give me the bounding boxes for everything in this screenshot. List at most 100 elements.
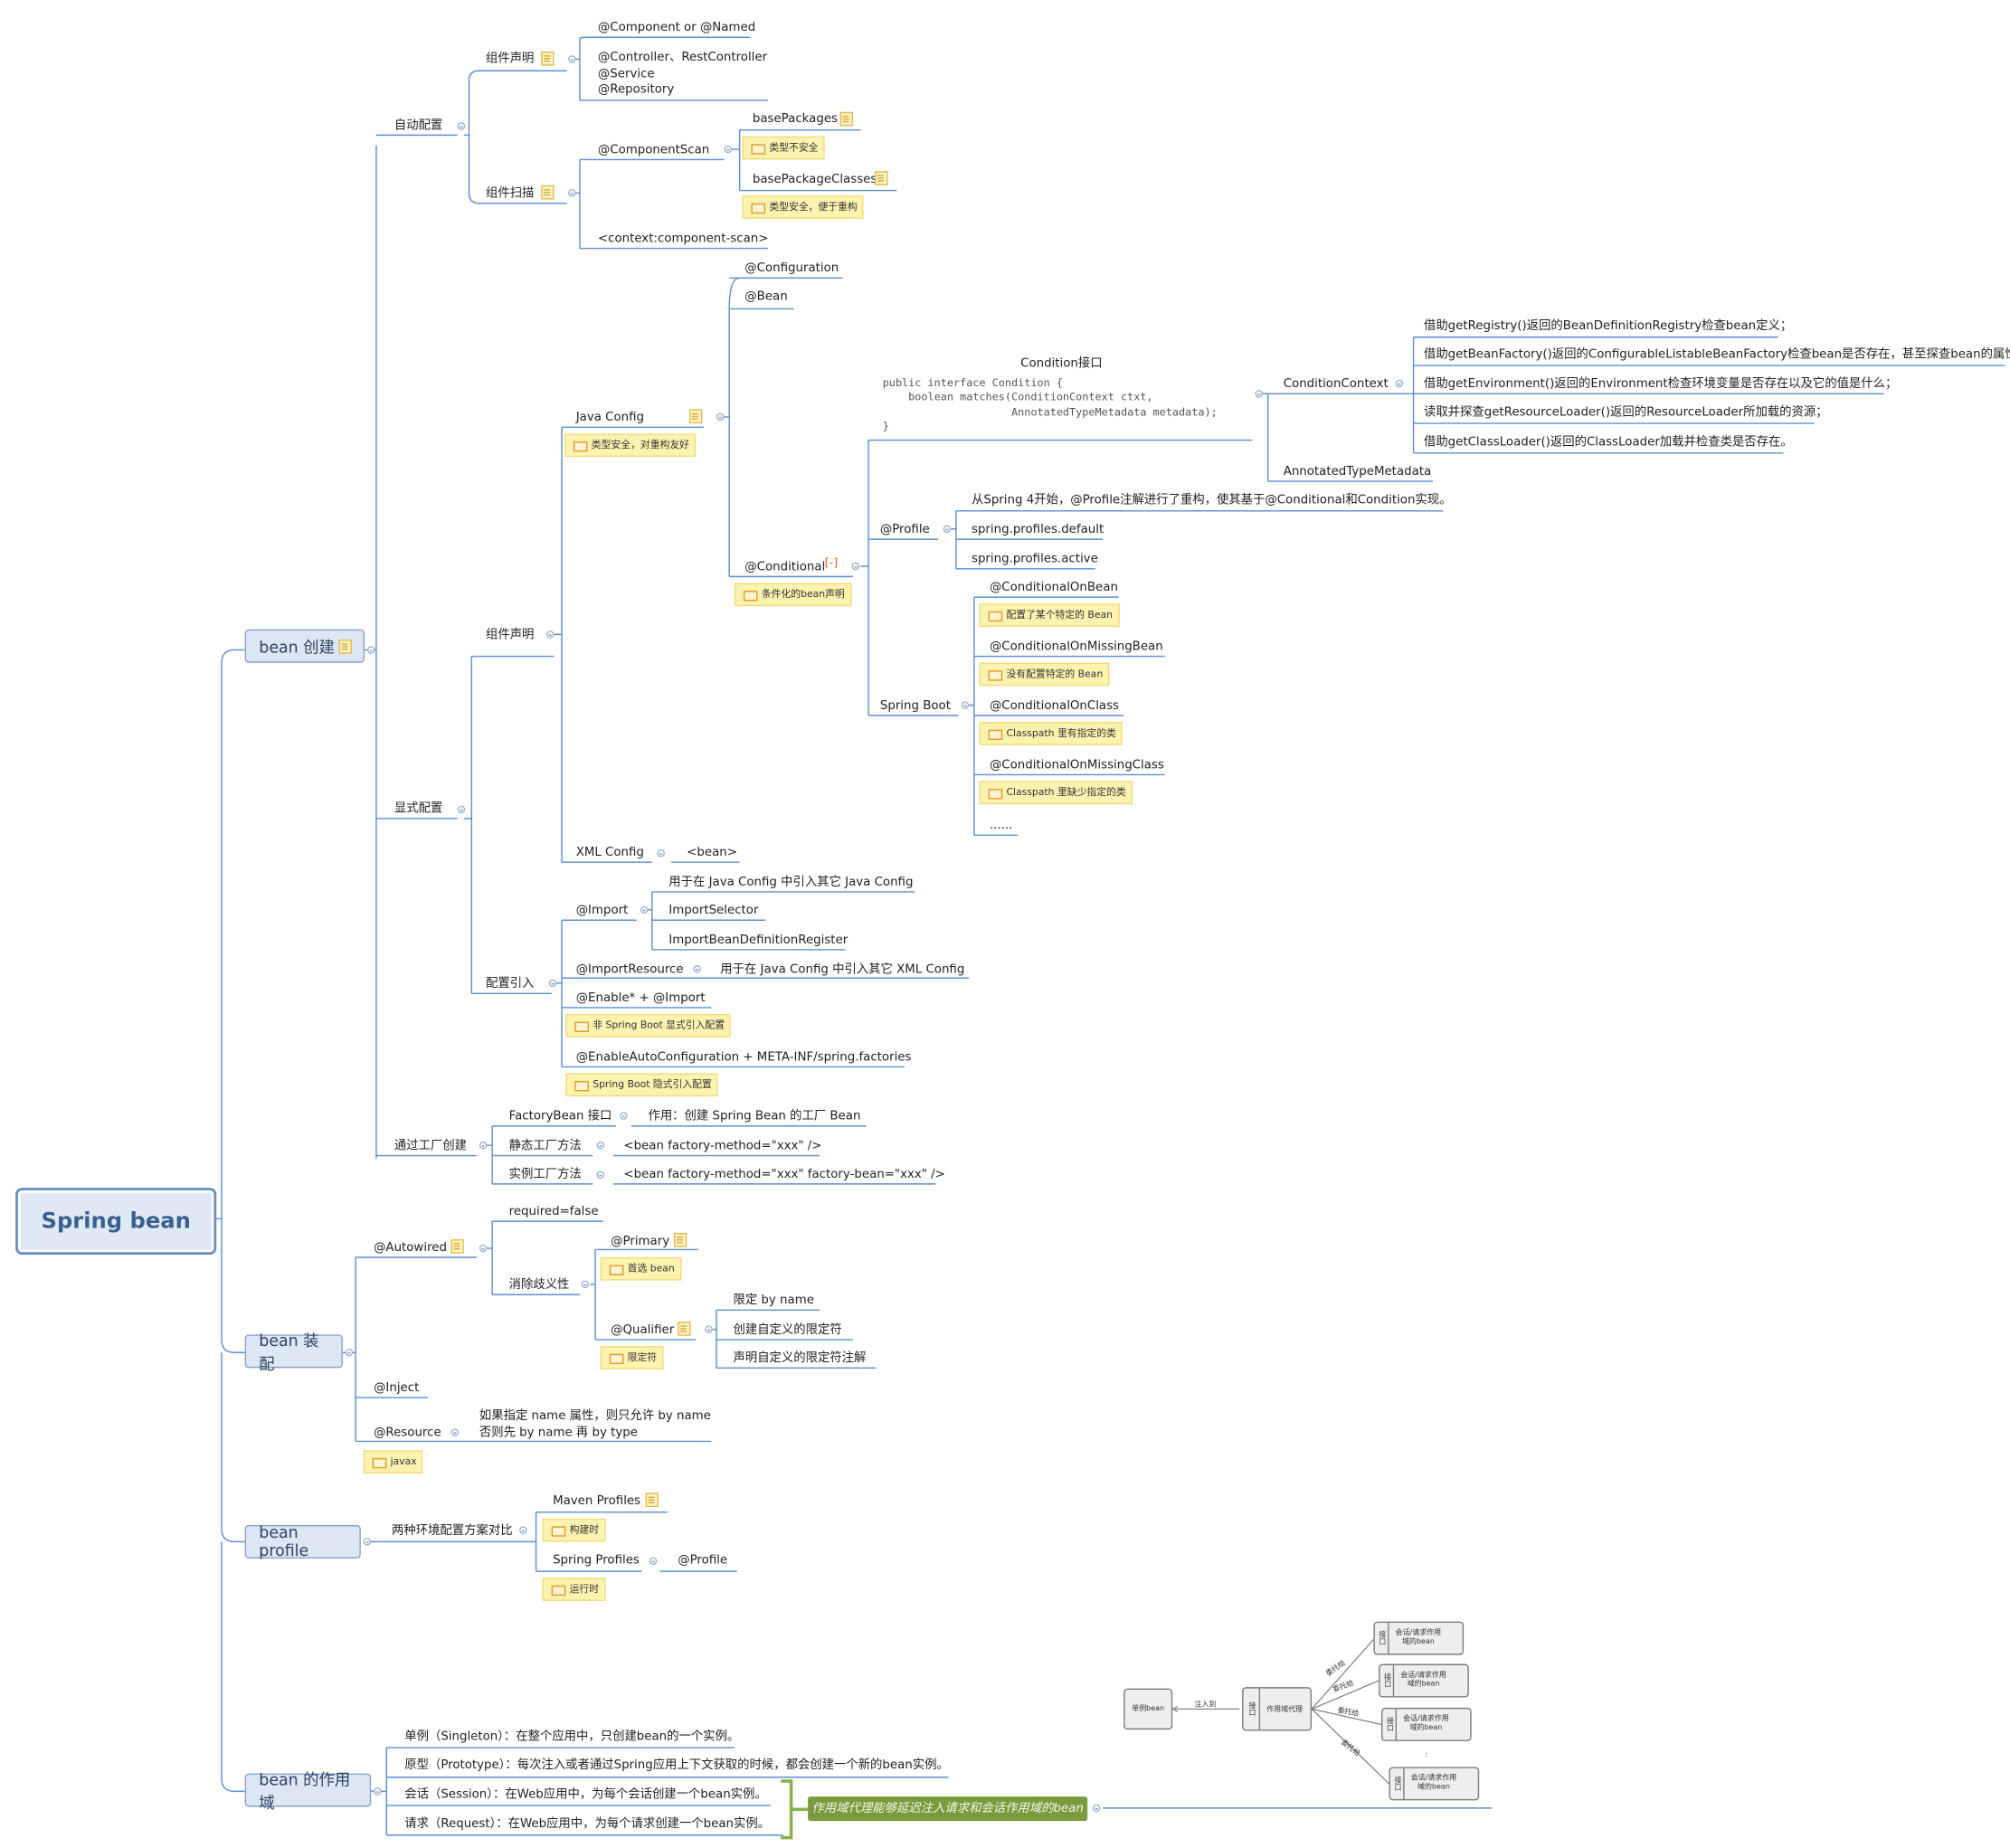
topic-conditioncontext[interactable]: ConditionContext: [1283, 376, 1389, 392]
sb-condition[interactable]: @ConditionalOnMissingBean: [989, 640, 1163, 654]
collapse-toggle[interactable]: [457, 122, 466, 130]
import-item[interactable]: ImportSelector: [668, 903, 759, 918]
profile-item[interactable]: spring.profiles.default: [971, 522, 1105, 537]
collapse-toggle[interactable]: [450, 1428, 460, 1436]
collapse-toggle[interactable]: [519, 1526, 527, 1534]
topic-disambiguation[interactable]: 消除歧义性: [508, 1277, 570, 1293]
topic-component-declare[interactable]: 组件声明: [485, 51, 535, 66]
topic-context-component-scan[interactable]: <context:component-scan>: [597, 232, 769, 246]
collapse-toggle[interactable]: [457, 805, 466, 814]
topic-primary[interactable]: @Primary: [611, 1234, 670, 1249]
collapse-toggle[interactable]: [657, 848, 665, 858]
cc-item[interactable]: 借助getEnvironment()返回的Environment检查环境变量是否…: [1423, 376, 1898, 392]
profile-item[interactable]: spring.profiles.active: [971, 552, 1098, 566]
topic-inject[interactable]: @Inject: [374, 1380, 420, 1396]
collapse-toggle[interactable]: [366, 646, 375, 654]
factory-item-label[interactable]: 实例工厂方法: [508, 1167, 582, 1182]
topic-qualifier[interactable]: @Qualifier: [611, 1322, 675, 1338]
topic-spring-profiles[interactable]: Spring Profiles: [553, 1553, 640, 1568]
topic-required-false[interactable]: required=false: [508, 1204, 599, 1219]
collapse-toggle[interactable]: [1092, 1804, 1101, 1813]
collapse-toggle[interactable]: [581, 1280, 589, 1289]
scope-item[interactable]: 原型（Prototype）：每次注入或者通过Spring应用上下文获取的时候，都…: [404, 1758, 949, 1773]
topic-basepackageclasses[interactable]: basePackageClasses: [752, 172, 877, 187]
topic-annotatedtypemetadata[interactable]: AnnotatedTypeMetadata: [1283, 464, 1432, 479]
topic-profile-compare[interactable]: 两种环境配置方案对比: [392, 1523, 513, 1539]
topic-import[interactable]: @Import: [575, 903, 629, 918]
topic-condition-interface-title[interactable]: Condition接口: [1020, 356, 1103, 371]
sb-condition[interactable]: @ConditionalOnMissingClass: [989, 757, 1164, 772]
topic-importresource[interactable]: @ImportResource: [575, 962, 684, 977]
topic-xml-bean[interactable]: <bean>: [687, 845, 737, 860]
cc-item[interactable]: 读取并探查getResourceLoader()返回的ResourceLoade…: [1423, 405, 1828, 420]
import-item[interactable]: ImportBeanDefinitionRegister: [668, 933, 849, 948]
topic-explicit-config[interactable]: 显式配置: [393, 801, 443, 816]
topic-spring-boot[interactable]: Spring Boot: [879, 698, 951, 714]
topic-conditional[interactable]: @Conditional: [744, 559, 826, 574]
topic-profile[interactable]: @Profile: [879, 522, 930, 537]
collapse-toggle[interactable]: [1395, 379, 1404, 388]
topic-xml-config[interactable]: XML Config: [575, 845, 644, 860]
topic-basepackages[interactable]: basePackages: [752, 111, 838, 127]
topic-bean-annotation[interactable]: @Bean: [744, 289, 788, 304]
collapse-toggle[interactable]: [548, 979, 557, 988]
branch-bean-wiring[interactable]: bean 装配: [244, 1332, 343, 1373]
topic-resource[interactable]: @Resource: [374, 1426, 441, 1441]
collapse-toggle[interactable]: [961, 701, 970, 709]
scope-summary[interactable]: 作用域代理能够延迟注入请求和会话作用域的bean: [808, 1796, 1088, 1822]
collapse-toggle[interactable]: [649, 1557, 658, 1566]
collapse-toggle[interactable]: [620, 1112, 628, 1120]
collapse-toggle[interactable]: [568, 55, 576, 63]
factory-item-value[interactable]: 作用：创建 Spring Bean 的工厂 Bean: [648, 1109, 861, 1124]
topic-componentscan-annotation[interactable]: @ComponentScan: [597, 142, 710, 157]
branch-bean-scope[interactable]: bean 的作用域: [244, 1771, 372, 1812]
cc-item[interactable]: 借助getClassLoader()返回的ClassLoader加载并检查类是否…: [1423, 434, 1793, 450]
scope-item[interactable]: 单例（Singleton）：在整个应用中，只创建bean的一个实例。: [404, 1730, 740, 1744]
collapse-toggle[interactable]: [545, 630, 555, 639]
qualifier-item[interactable]: 声明自定义的限定符注解: [733, 1350, 867, 1366]
collapse-toggle[interactable]: [693, 965, 701, 973]
factory-item-label[interactable]: FactoryBean 接口: [508, 1109, 612, 1124]
collapse-toggle[interactable]: [596, 1170, 605, 1180]
topic-configuration[interactable]: @Configuration: [744, 261, 839, 276]
root-topic[interactable]: Spring bean: [15, 1188, 217, 1256]
resource-description[interactable]: 如果指定 name 属性，则只允许 by name 否则先 by name 再 …: [479, 1408, 711, 1440]
import-item[interactable]: 用于在 Java Config 中引入其它 Java Config: [668, 875, 914, 890]
topic-config-import[interactable]: 配置引入: [485, 976, 535, 991]
sb-ellipsis[interactable]: ......: [989, 818, 1013, 833]
sb-condition[interactable]: @ConditionalOnBean: [989, 580, 1118, 595]
topic-enableautoconfiguration[interactable]: @EnableAutoConfiguration + META-INF/spri…: [575, 1049, 912, 1065]
qualifier-item[interactable]: 创建自定义的限定符: [733, 1322, 842, 1338]
collapse-toggle[interactable]: [1255, 390, 1263, 398]
collapse-toggle[interactable]: [479, 1244, 488, 1253]
link-icon[interactable]: [-]: [824, 557, 839, 571]
branch-bean-profile[interactable]: bean profile: [244, 1523, 361, 1559]
collapse-toggle[interactable]: [596, 1141, 605, 1150]
collapse-toggle[interactable]: [374, 1787, 382, 1796]
topic-component-declare-explicit[interactable]: 组件声明: [485, 628, 535, 642]
collapse-toggle[interactable]: [479, 1141, 488, 1150]
importresource-item[interactable]: 用于在 Java Config 中引入其它 XML Config: [720, 962, 965, 977]
collapse-toggle[interactable]: [640, 905, 649, 915]
topic-component-scan[interactable]: 组件扫描: [485, 186, 535, 201]
factory-item-label[interactable]: 静态工厂方法: [508, 1139, 582, 1153]
collapse-toggle[interactable]: [363, 1538, 372, 1546]
topic-auto-config[interactable]: 自动配置: [393, 118, 443, 133]
scope-item[interactable]: 请求（Request）：在Web应用中，为每个请求创建一个bean实例。: [404, 1816, 771, 1832]
topic-stereotype-annotations[interactable]: @Controller、RestController @Service @Rep…: [597, 50, 768, 97]
collapse-toggle[interactable]: [716, 412, 725, 422]
sb-condition[interactable]: @ConditionalOnClass: [989, 698, 1120, 714]
qualifier-item[interactable]: 限定 by name: [733, 1293, 814, 1308]
collapse-toggle[interactable]: [568, 189, 576, 197]
cc-item[interactable]: 借助getBeanFactory()返回的ConfigurableListabl…: [1423, 347, 2010, 362]
topic-component-named[interactable]: @Component or @Named: [597, 20, 756, 35]
topic-java-config[interactable]: Java Config: [575, 410, 645, 425]
collapse-toggle[interactable]: [851, 562, 860, 571]
scope-item[interactable]: 会话（Session）：在Web应用中，为每个会话创建一个bean实例。: [404, 1787, 767, 1802]
topic-enable-import[interactable]: @Enable* + @Import: [575, 990, 706, 1006]
profile-item[interactable]: 从Spring 4开始，@Profile注解进行了重构，使其基于@Conditi…: [971, 492, 1452, 507]
collapse-toggle[interactable]: [724, 145, 733, 154]
collapse-toggle[interactable]: [943, 525, 952, 533]
collapse-toggle[interactable]: [705, 1325, 713, 1333]
collapse-toggle[interactable]: [345, 1348, 354, 1357]
